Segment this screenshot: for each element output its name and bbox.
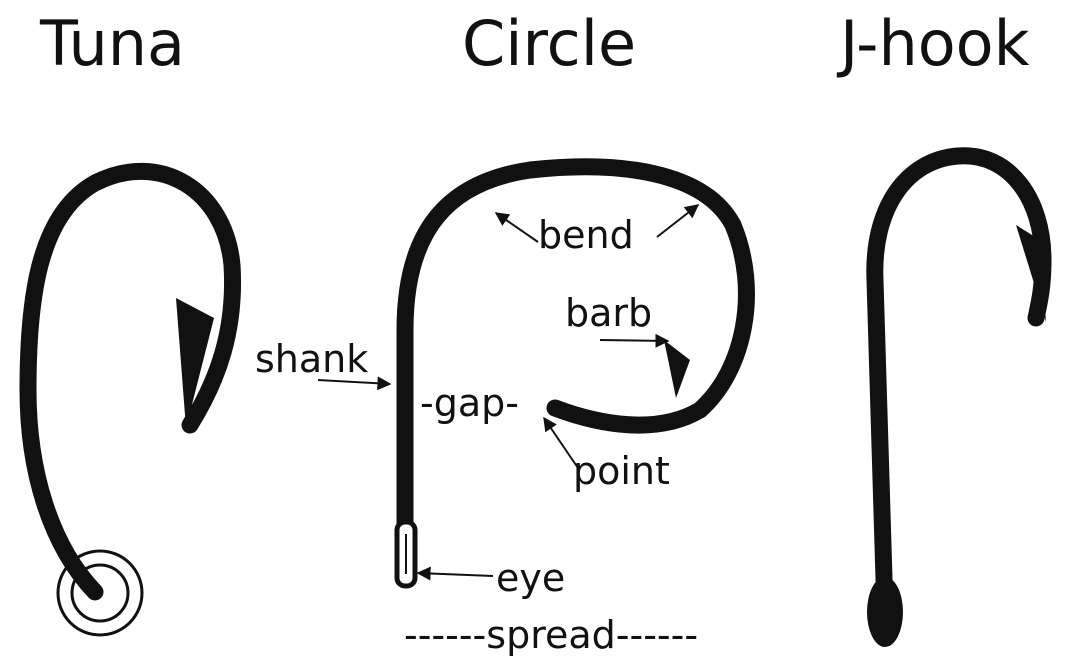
- tuna-hook-eye-ring-inner: [70, 563, 130, 623]
- label-gap: -gap-: [420, 381, 519, 425]
- eye-arrow: [416, 566, 494, 581]
- barb-arrow: [599, 333, 670, 348]
- annotation-arrows: [317, 204, 700, 581]
- label-bend: bend: [538, 213, 634, 257]
- j-hook: [866, 147, 1052, 647]
- j-hook-eye-knob: [867, 577, 903, 647]
- bend-arrow-left: [494, 212, 539, 243]
- j-hook-barb: [1016, 225, 1046, 322]
- tuna-hook-eye-ring-outer: [56, 549, 144, 637]
- label-eye: eye: [496, 556, 566, 600]
- label-spread: ------spread------: [404, 613, 699, 657]
- label-shank: shank: [255, 337, 369, 381]
- shank-arrow: [317, 376, 392, 391]
- circle-hook: [394, 158, 755, 589]
- point-arrow: [543, 416, 579, 469]
- bend-arrow-right: [656, 204, 700, 238]
- circle-hook-barb: [664, 340, 690, 398]
- tuna-hook-barb: [176, 298, 214, 428]
- title-tuna: Tuna: [40, 7, 186, 80]
- title-jhook: J-hook: [840, 7, 1030, 80]
- label-point: point: [573, 449, 670, 493]
- tuna-hook-shank-bend: [19, 162, 242, 601]
- tuna-hook: [19, 162, 242, 637]
- j-hook-body: [866, 147, 1052, 621]
- title-circle: Circle: [462, 7, 637, 80]
- circle-hook-body: [396, 158, 755, 587]
- label-barb: barb: [565, 291, 653, 335]
